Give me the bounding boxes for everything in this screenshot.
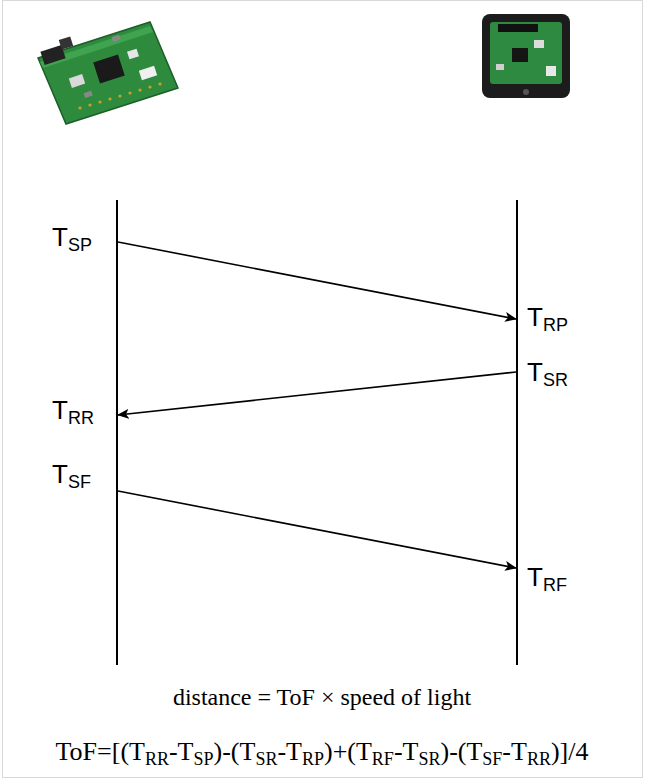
- timestamp-label: TSR: [527, 357, 568, 387]
- subscript: SR: [418, 749, 440, 769]
- subscript: SP: [193, 749, 213, 769]
- timeline: [516, 200, 518, 665]
- timestamp-label: TRF: [527, 562, 567, 592]
- subscript: RF: [543, 575, 567, 595]
- timestamp-label: TRR: [52, 395, 94, 425]
- subscript: RP: [302, 749, 324, 769]
- timestamp-label: TSP: [52, 222, 92, 252]
- tof-formula: ToF=[(TRR-TSP)-(TSR-TRP)+(TRF-TSR)-(TSF-…: [56, 737, 589, 767]
- timeline: [116, 200, 118, 665]
- message-arrow: [118, 372, 516, 415]
- subscript: RR: [68, 408, 94, 428]
- tag-device: [482, 14, 570, 98]
- timestamp-label: TRP: [527, 302, 568, 332]
- frame: [3, 1, 643, 778]
- timestamp-label: TSF: [52, 459, 91, 489]
- subscript: SR: [543, 370, 568, 390]
- subscript: SP: [68, 235, 92, 255]
- subscript: RR: [527, 749, 551, 769]
- subscript: RP: [543, 315, 568, 335]
- subscript: SR: [255, 749, 277, 769]
- subscript: SF: [482, 749, 502, 769]
- subscript: RR: [145, 749, 169, 769]
- subscript: RF: [372, 749, 394, 769]
- distance-equation: distance = ToF × speed of light: [173, 682, 471, 712]
- message-arrow: [118, 491, 516, 568]
- anchor-board: [38, 22, 178, 124]
- subscript: SF: [68, 472, 91, 492]
- message-arrow: [118, 242, 516, 319]
